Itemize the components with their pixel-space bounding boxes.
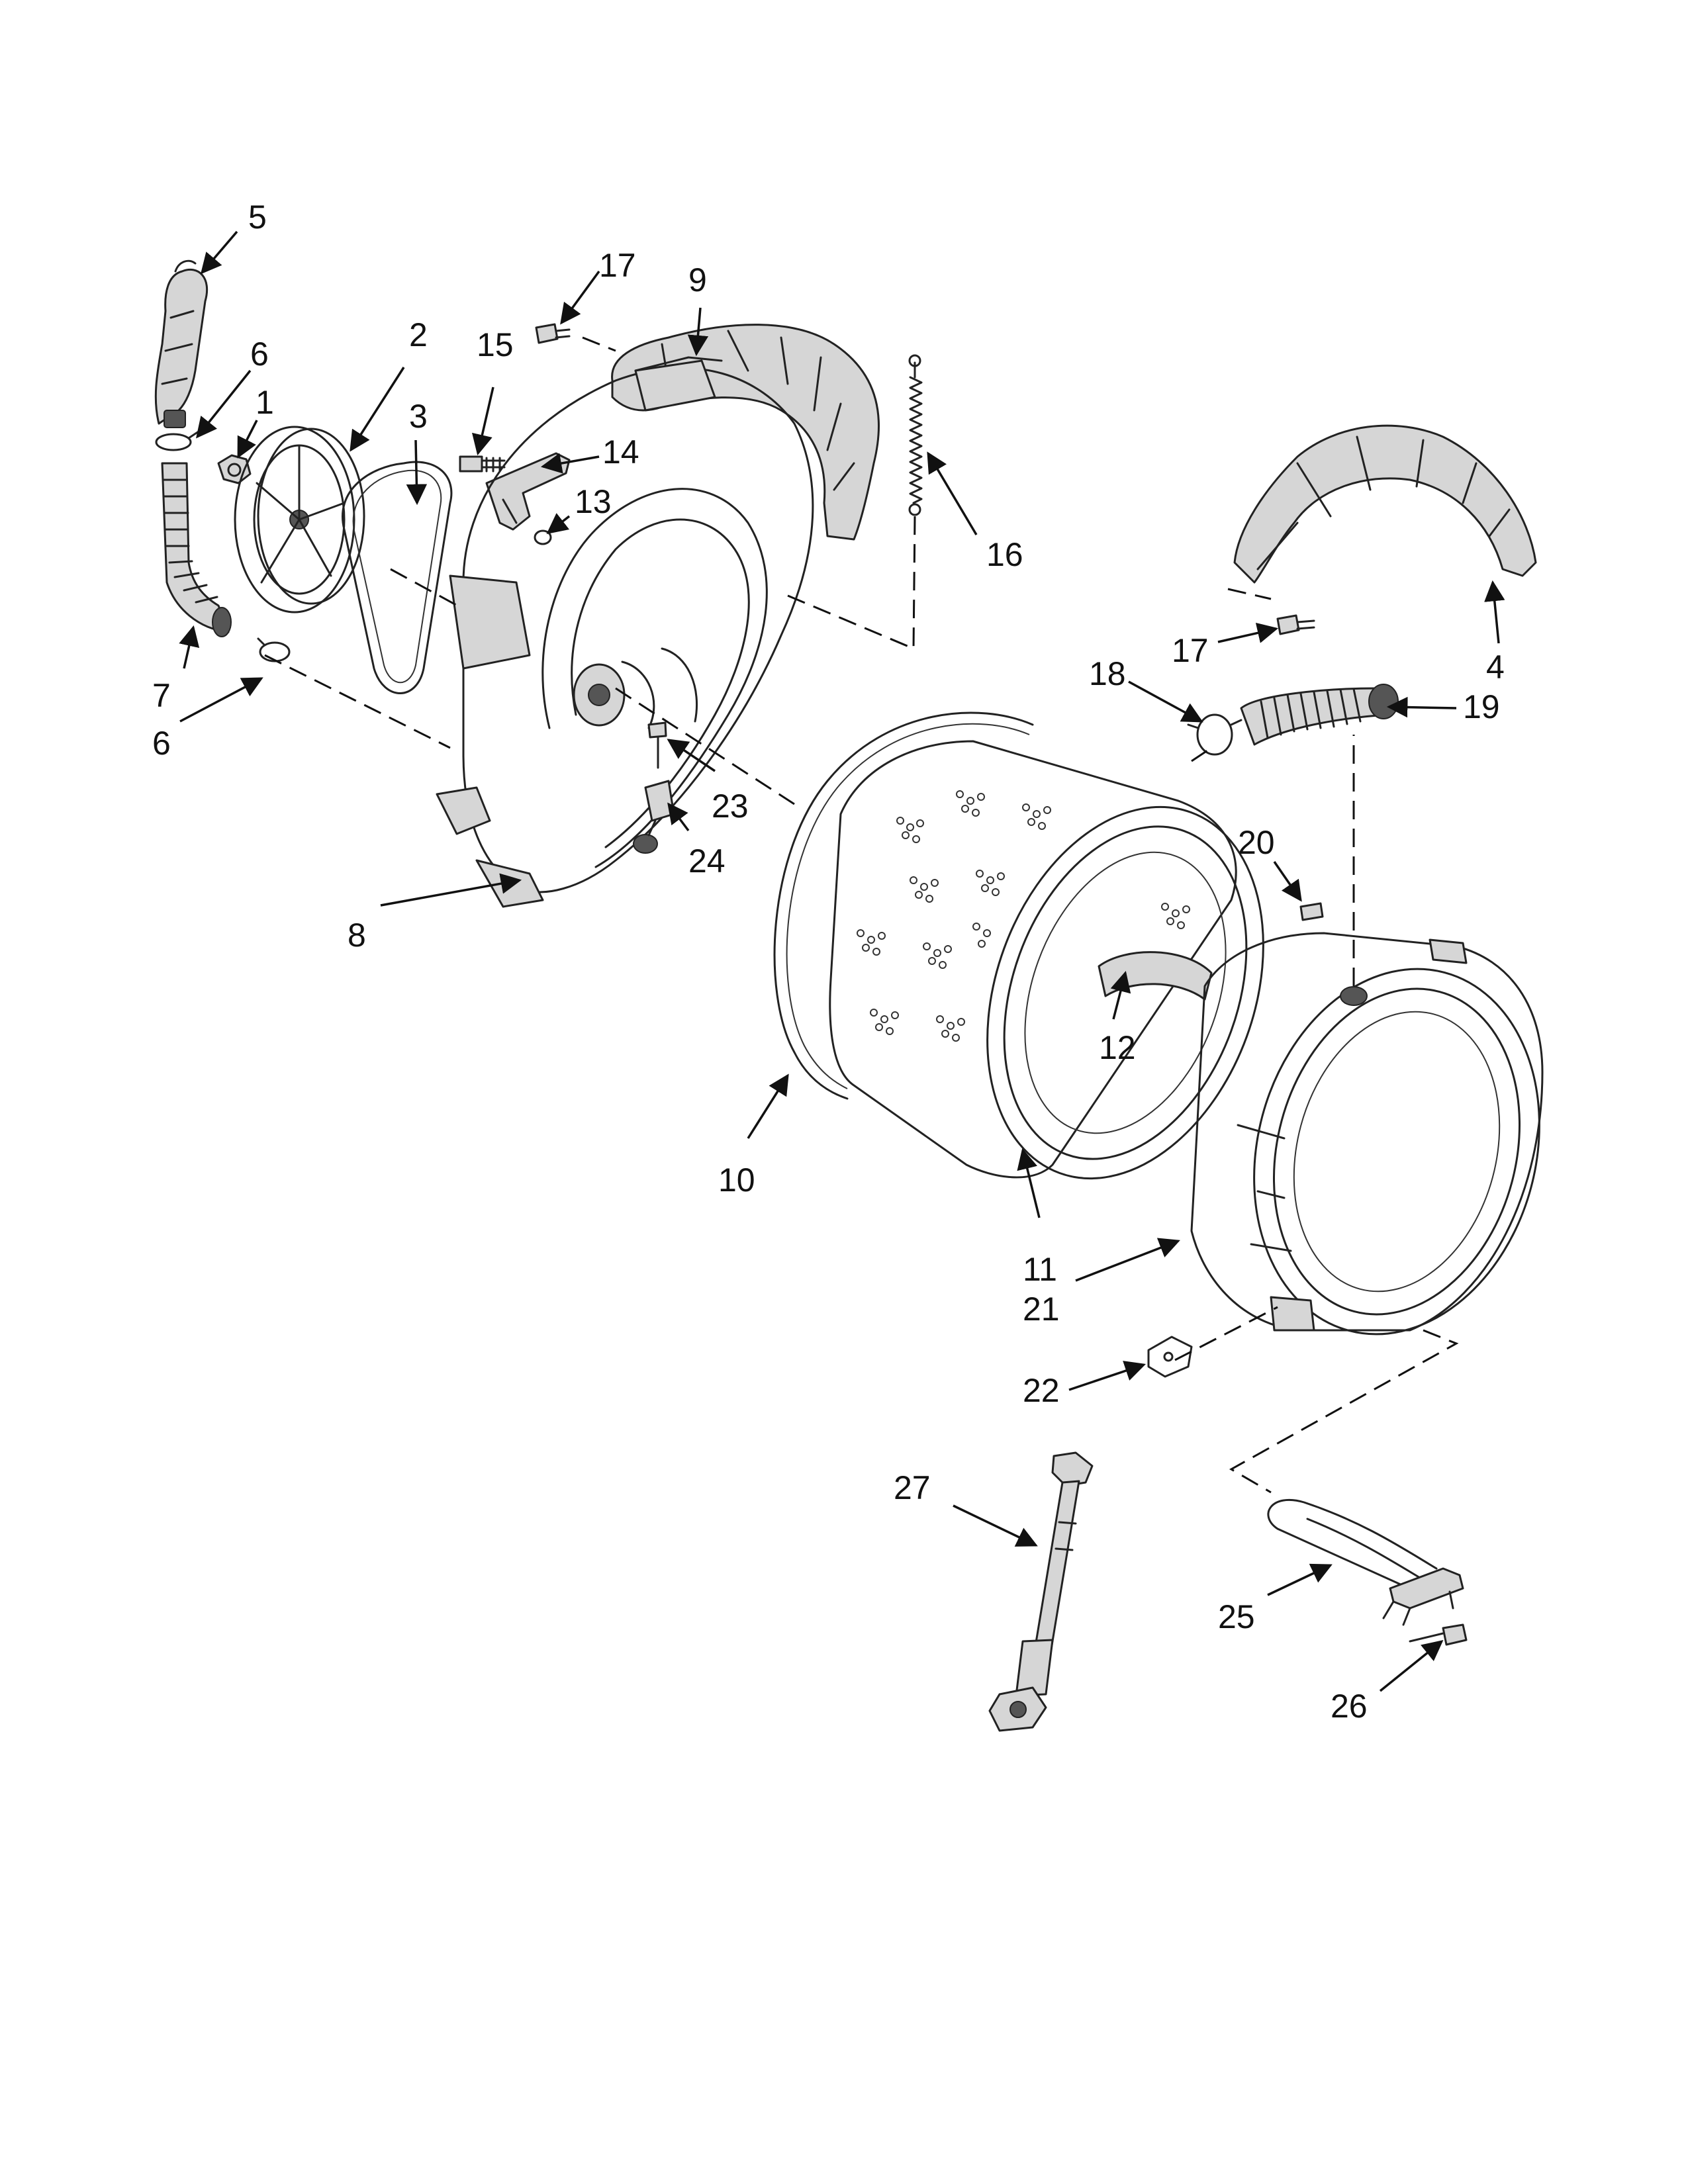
label-3: 3 [409, 398, 428, 435]
part-o-ring [534, 529, 552, 545]
label-9: 9 [688, 261, 707, 298]
callout-labels: 5 6 1 2 3 7 6 15 14 13 17 9 16 8 23 24 1… [152, 199, 1505, 1725]
label-18: 18 [1089, 655, 1126, 692]
label-15: 15 [477, 326, 514, 363]
part-wash-drum [829, 740, 1264, 1180]
label-20: 20 [1238, 824, 1275, 861]
label-2: 2 [409, 316, 428, 353]
label-27: 27 [894, 1469, 931, 1506]
label-1: 1 [256, 384, 274, 421]
part-corrugated-hose [161, 462, 232, 637]
drum-perforations [857, 790, 1190, 1042]
label-7: 7 [152, 677, 171, 714]
part-front-tub [1190, 932, 1544, 1336]
part-shock-absorber [988, 1451, 1094, 1732]
part-screw-15 [459, 455, 506, 473]
part-hose-clamp-upper [155, 430, 200, 451]
part-rear-tub [436, 359, 814, 908]
part-bellows-hose [1240, 684, 1399, 746]
label-13: 13 [575, 483, 612, 520]
label-16: 16 [986, 536, 1023, 573]
label-17-upper: 17 [599, 247, 636, 284]
part-rear-cover-right [1233, 424, 1537, 584]
part-sensor-26 [1409, 1623, 1468, 1646]
label-26: 26 [1331, 1688, 1368, 1725]
label-14: 14 [602, 433, 639, 471]
label-11-drum: 11 [1023, 1251, 1057, 1288]
label-10: 10 [718, 1161, 755, 1199]
part-sensor-bracket [633, 780, 675, 854]
label-4: 4 [1486, 649, 1505, 686]
label-23: 23 [712, 788, 749, 825]
part-suspension-spring [908, 354, 923, 516]
label-19: 19 [1463, 688, 1500, 725]
part-clip-20 [1299, 902, 1324, 921]
part-upper-cover [611, 324, 880, 541]
part-plate-22 [1147, 1336, 1193, 1378]
label-8: 8 [348, 917, 366, 954]
label-25: 25 [1218, 1598, 1255, 1635]
part-hose-clamp-18 [1187, 713, 1243, 756]
part-drum-gasket [773, 711, 1034, 1100]
part-bolt-upper [535, 323, 571, 344]
label-6-upper: 6 [250, 336, 269, 373]
assembly-leader-lines [264, 336, 1459, 1494]
part-heating-element [1267, 1498, 1464, 1626]
part-drive-belt [342, 461, 453, 694]
label-22: 22 [1023, 1372, 1060, 1409]
part-hose-clamp-lower [257, 637, 291, 662]
part-drive-pulley [234, 426, 365, 614]
label-6-lower: 6 [152, 725, 171, 762]
label-17-lower: 17 [1172, 632, 1209, 669]
part-bolt-lower [1276, 614, 1315, 635]
part-screw-23 [647, 721, 667, 769]
label-24: 24 [688, 842, 726, 880]
part-drain-hose-elbow [154, 259, 209, 428]
label-12: 12 [1099, 1029, 1136, 1066]
label-21: 21 [1023, 1291, 1060, 1328]
callout-arrows [179, 230, 1505, 1692]
label-5: 5 [248, 199, 267, 236]
